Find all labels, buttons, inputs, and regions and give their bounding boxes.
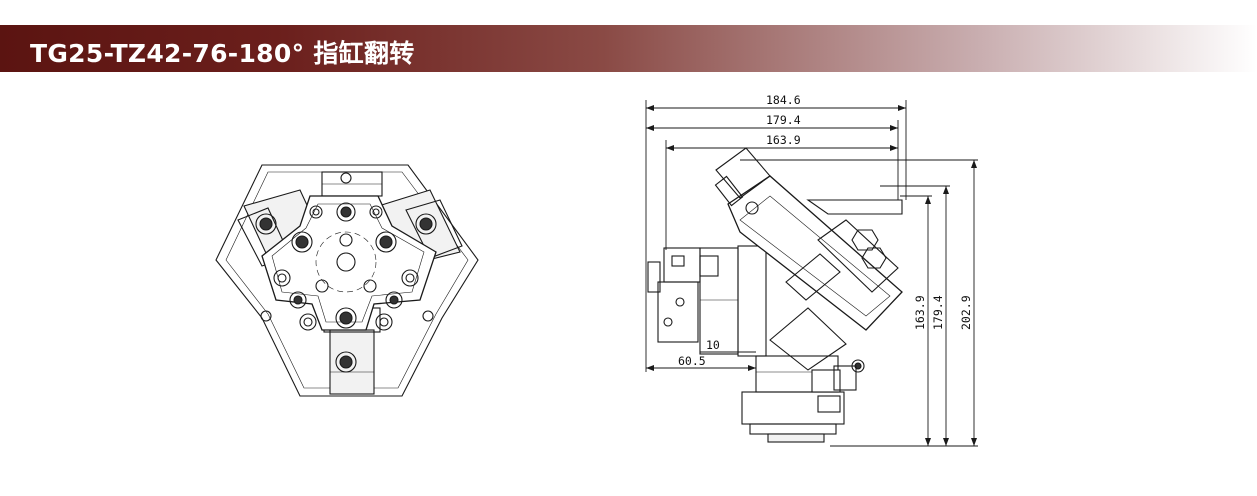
bolt-holes	[255, 172, 437, 373]
dim-height-202: 202.9	[959, 295, 973, 330]
dim-height-163: 163.9	[913, 295, 927, 330]
dimension-lines	[645, 100, 978, 447]
dim-width-179: 179.4	[766, 113, 801, 127]
side-view	[647, 147, 903, 443]
dim-width-184: 184.6	[766, 93, 801, 107]
dim-offset-60: 60.5	[678, 354, 706, 368]
dim-width-163: 163.9	[766, 133, 801, 147]
dim-offset-10: 10	[706, 338, 720, 352]
dimension-arrows	[646, 105, 977, 446]
dim-height-179: 179.4	[931, 295, 945, 330]
title-banner	[0, 25, 1257, 72]
product-title: TG25-TZ42-76-180° 指缸翻转	[30, 39, 415, 68]
